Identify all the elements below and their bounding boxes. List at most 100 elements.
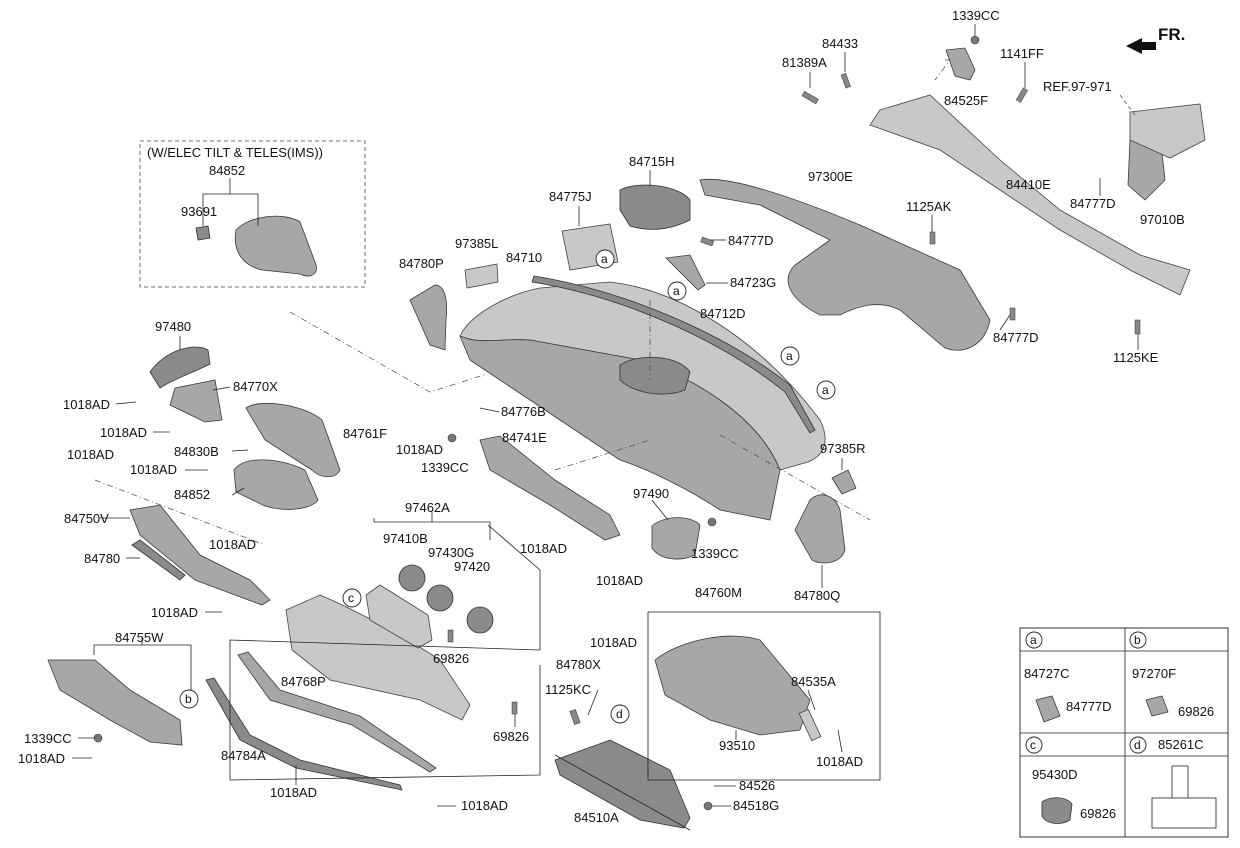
bracket-84723G (665, 254, 706, 291)
label-84710: 84710 (506, 250, 542, 265)
legend-d-label-sticker (1151, 797, 1217, 829)
label-1018AD-3: 1018AD (396, 442, 443, 457)
callout-a-4: a (822, 383, 829, 397)
legend-a-clip (1035, 695, 1061, 723)
label-69826-b: 69826 (493, 729, 529, 744)
label-97010B: 97010B (1140, 212, 1185, 227)
crash-pad-lower (459, 335, 781, 521)
front-direction-indicator: FR. (1126, 25, 1185, 54)
label-97300E: 97300E (808, 169, 853, 184)
label-97480: 97480 (155, 319, 191, 334)
label-93510: 93510 (719, 738, 755, 753)
label-84525F: 84525F (944, 93, 988, 108)
label-1018AD-10: 1018AD (590, 635, 637, 650)
cowl-crossbar-assembly (665, 47, 1206, 351)
label-84535A: 84535A (791, 674, 836, 689)
vent-97430G (426, 584, 454, 612)
label-1018AD-1: 1018AD (63, 397, 110, 412)
legend-c-letter: c (1030, 738, 1036, 752)
vent-97410B (398, 564, 426, 592)
label-84750V: 84750V (64, 511, 109, 526)
label-1018AD-4: 1018AD (67, 447, 114, 462)
lower-panel-84755W (47, 659, 183, 746)
label-97385L: 97385L (455, 236, 498, 251)
label-69826-a: 69826 (433, 651, 469, 666)
center-display-cover (619, 184, 691, 230)
label-1125KE: 1125KE (1113, 350, 1159, 365)
label-84784A: 84784A (221, 748, 266, 763)
label-97420: 97420 (454, 559, 490, 574)
label-84715H: 84715H (629, 154, 675, 169)
defroster-strip (531, 275, 816, 434)
label-1018AD-13: 1018AD (270, 785, 317, 800)
trim-84780 (131, 539, 186, 581)
label-84780P: 84780P (399, 256, 444, 271)
left-side-cover-84780P (409, 284, 447, 351)
direction-label: FR. (1158, 25, 1185, 44)
label-ref: REF.97-971 (1043, 79, 1112, 94)
column-cover-upper-84830B (245, 402, 341, 478)
callout-d: d (616, 707, 623, 721)
cowl-crossbar-84410E (869, 94, 1191, 296)
label-1125KC: 1125KC (545, 682, 591, 697)
steering-column-cover-part (234, 215, 317, 277)
bracket-84741E (479, 435, 621, 541)
trim-84784A (205, 677, 403, 791)
label-1018AD-11: 1018AD (18, 751, 65, 766)
legend-d-part-1: 85261C (1158, 737, 1204, 752)
label-84433: 84433 (822, 36, 858, 51)
callout-b: b (185, 692, 192, 706)
group-lines (93, 59, 1136, 831)
callout-a-2: a (673, 284, 680, 298)
label-84777D-right: 84777D (1070, 196, 1116, 211)
legend-b-part-1: 97270F (1132, 666, 1176, 681)
crash-pad-assembly (47, 184, 857, 829)
label-84723G: 84723G (730, 275, 776, 290)
label-81389A: 81389A (782, 55, 827, 70)
legend-c-part-2: 69826 (1080, 806, 1116, 821)
trim-84768P (237, 651, 437, 773)
label-84410E: 84410E (1006, 177, 1051, 192)
column-cover-lower-84852 (233, 459, 319, 510)
bracket-84770X (169, 379, 223, 423)
label-84780: 84780 (84, 551, 120, 566)
label-1018AD-12: 1018AD (816, 754, 863, 769)
label-84777D-mid: 84777D (728, 233, 774, 248)
label-97410B: 97410B (383, 531, 428, 546)
label-1018AD-8: 1018AD (596, 573, 643, 588)
legend-c-actuator (1041, 797, 1073, 824)
glove-box-housing-84760M (654, 635, 811, 736)
label-84741E: 84741E (502, 430, 547, 445)
bezel-frame (365, 584, 433, 649)
label-1339CC-mid: 1339CC (421, 460, 469, 475)
legend-c-part-1: 95430D (1032, 767, 1078, 782)
label-93691: 93691 (181, 204, 217, 219)
side-vent-97480 (149, 346, 211, 389)
label-84510A: 84510A (574, 810, 619, 825)
label-97385R: 97385R (820, 441, 866, 456)
vent-97420 (466, 606, 494, 634)
diagram-callouts: a a a a c b d (179, 249, 836, 724)
legend-b-part-2: 69826 (1178, 704, 1214, 719)
label-1339CC-low: 1339CC (691, 546, 739, 561)
legend-a-part-2: 84777D (1066, 699, 1112, 714)
label-84761F: 84761F (343, 426, 387, 441)
label-leaders (72, 24, 1139, 807)
legend-table: a b c d 84727C 84777D 97270F 69826 95430… (1019, 627, 1229, 838)
label-84777D-low: 84777D (993, 330, 1039, 345)
bracket-84525F (945, 47, 976, 81)
label-1018AD-5: 1018AD (130, 462, 177, 477)
label-84780X: 84780X (556, 657, 601, 672)
callout-c: c (348, 591, 354, 605)
damper-84535A (798, 708, 822, 742)
label-84830B: 84830B (174, 444, 219, 459)
legend-b-letter: b (1134, 633, 1141, 647)
label-84852-top: 84852 (209, 163, 245, 178)
label-84770X: 84770X (233, 379, 278, 394)
label-84852-mid: 84852 (174, 487, 210, 502)
vent-97490 (651, 517, 701, 560)
label-1339CC-top: 1339CC (952, 8, 1000, 23)
legend-a-letter: a (1030, 633, 1037, 647)
right-side-cover-84780Q (794, 494, 846, 564)
fasteners (93, 35, 1141, 811)
